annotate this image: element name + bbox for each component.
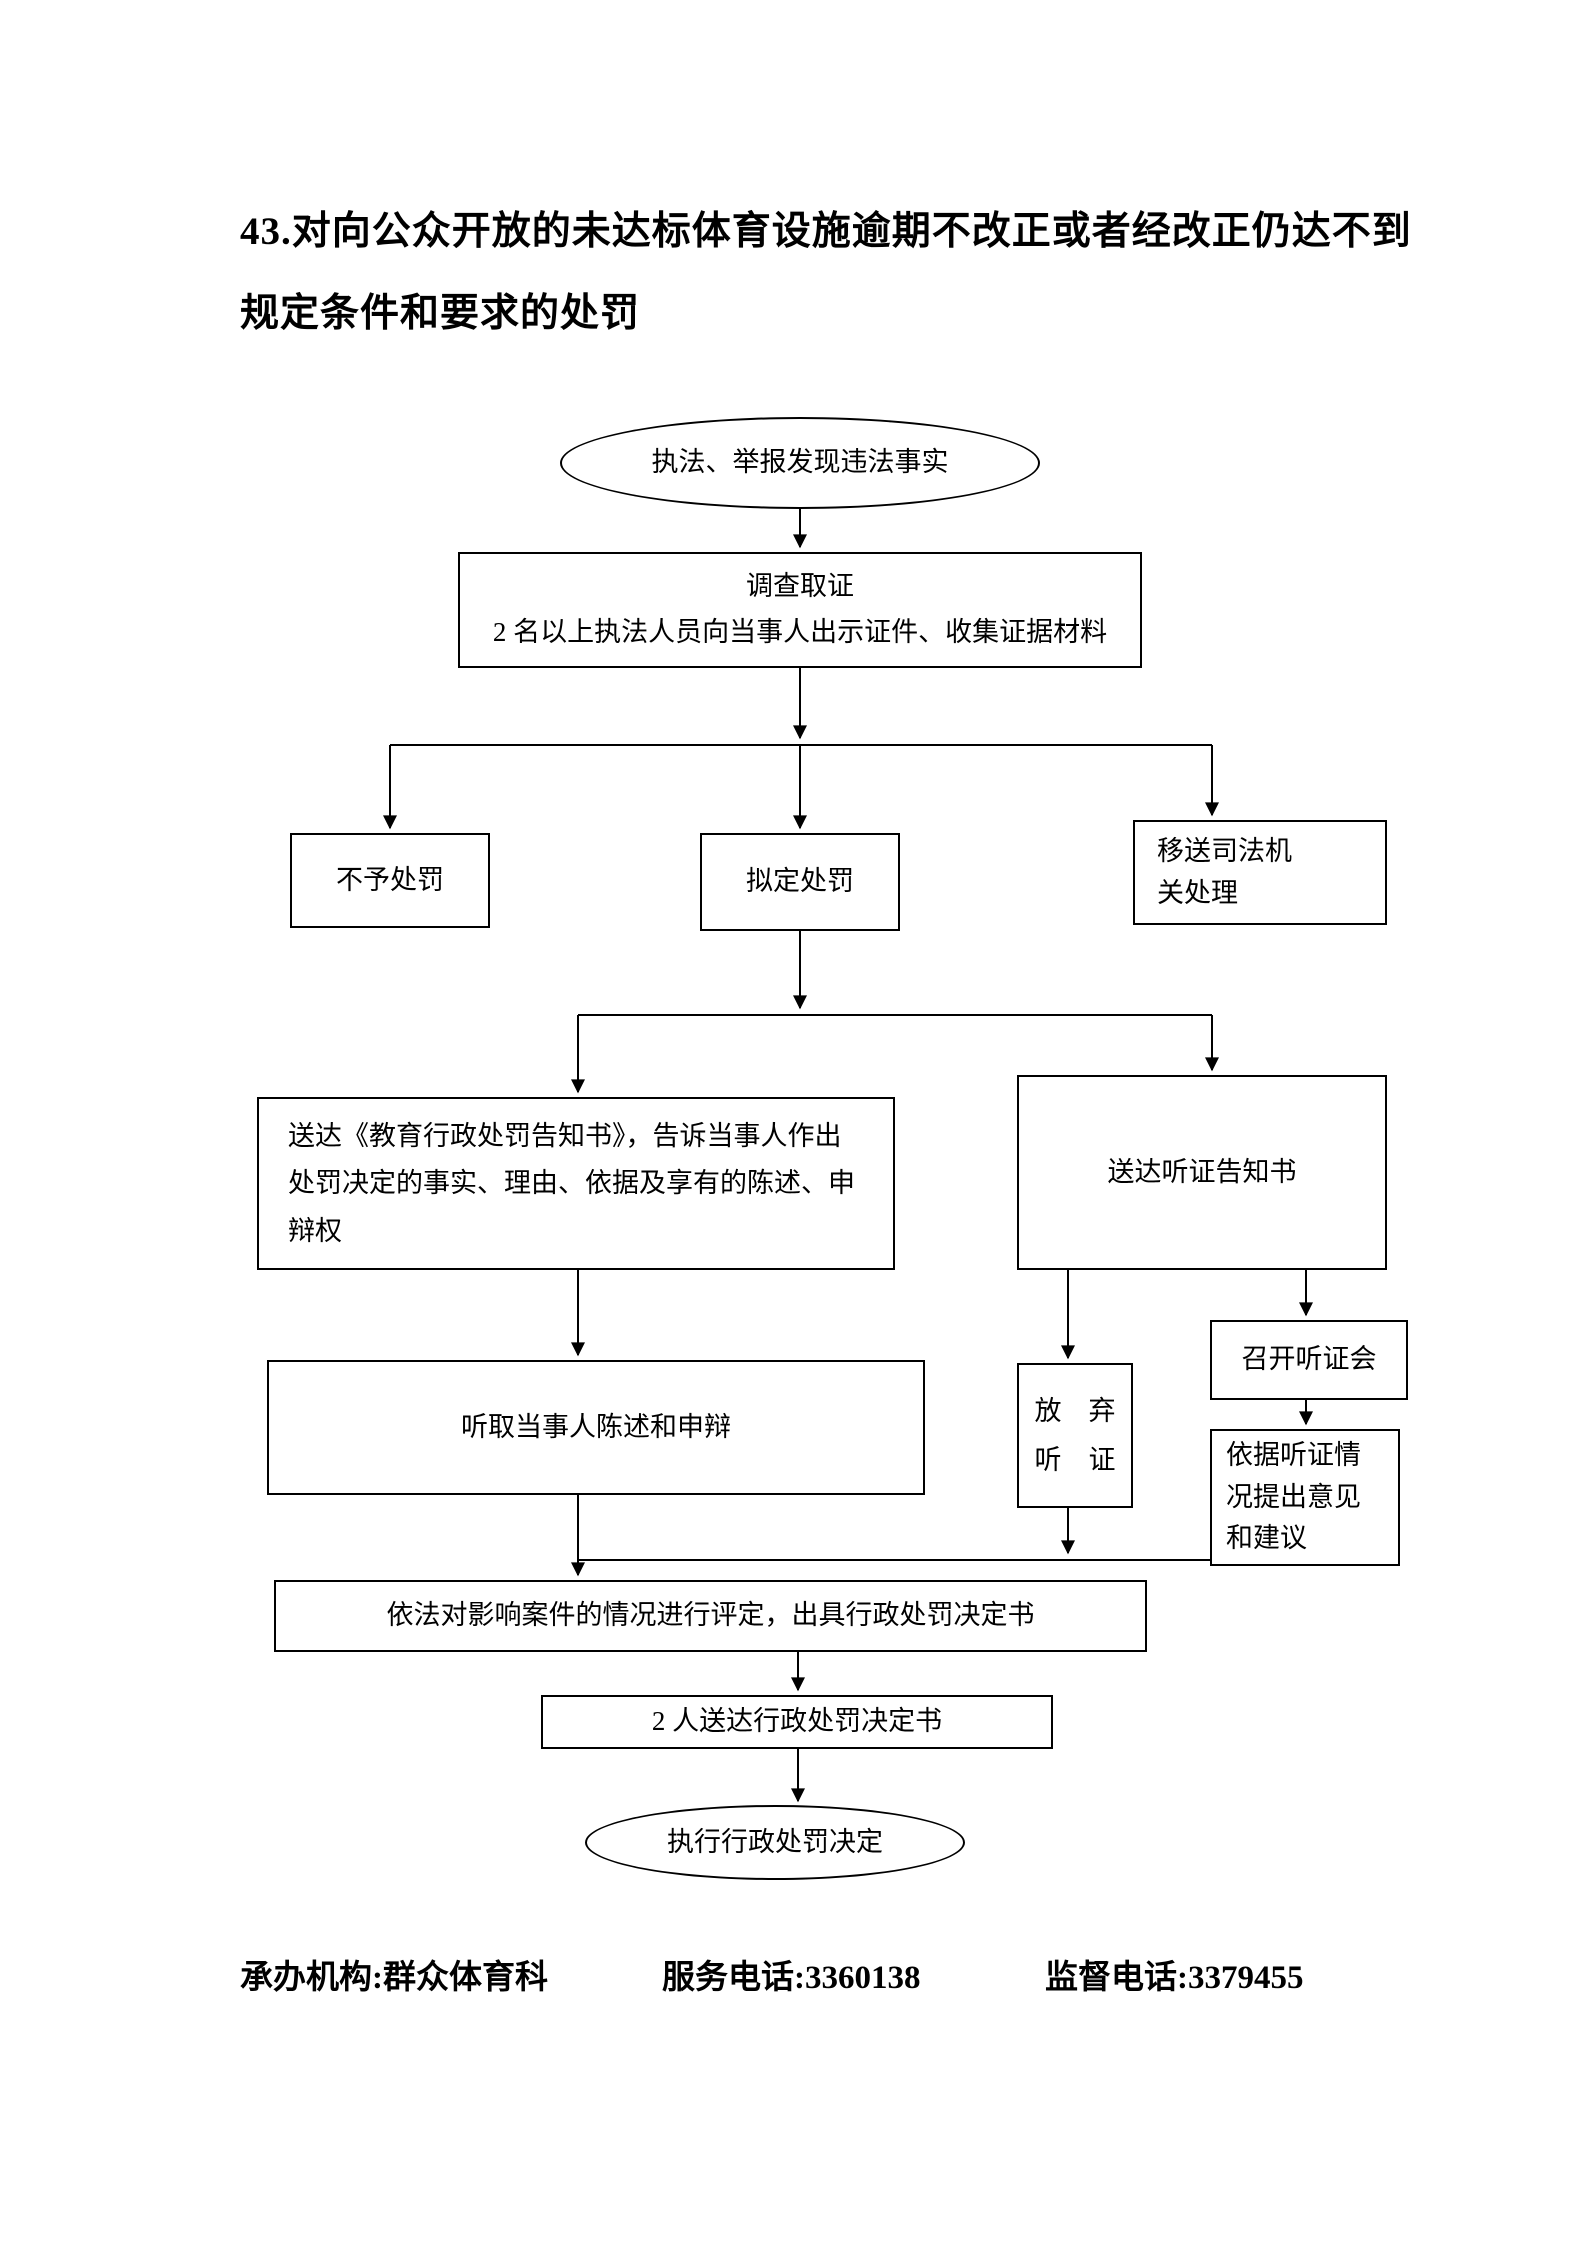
page-title-line-2: 规定条件和要求的处罚 [240, 292, 641, 335]
execute-node: 执行行政处罚决定 [585, 1805, 965, 1880]
decide-node: 依法对影响案件的情况进行评定，出具行政处罚决定书 [274, 1580, 1147, 1652]
listen-node: 听取当事人陈述和申辩 [267, 1360, 925, 1495]
notify-node: 送达《教育行政处罚告知书》，告诉当事人作出处罚决定的事实、理由、依据及享有的陈述… [257, 1097, 895, 1270]
draft-punish-node: 拟定处罚 [700, 833, 900, 931]
footer-service-phone: 服务电话:3360138 [662, 1960, 921, 1996]
hold-hearing-node: 召开听证会 [1210, 1320, 1408, 1400]
footer-supervise-phone: 监督电话:3379455 [1045, 1960, 1304, 1996]
deliver-node: 2 人送达行政处罚决定书 [541, 1695, 1053, 1749]
footer-agency: 承办机构:群众体育科 [240, 1960, 548, 1996]
waive-hearing-node: 放 弃 听 证 [1017, 1363, 1133, 1508]
no-punish-node: 不予处罚 [290, 833, 490, 928]
hearing-opinion-node: 依据听证情 况提出意见 和建议 [1210, 1429, 1400, 1566]
transfer-node: 移送司法机 关处理 [1133, 820, 1387, 925]
page-title-line-1: 43.对向公众开放的未达标体育设施逾期不改正或者经改正仍达不到 [240, 210, 1412, 253]
hearing-notice-node: 送达听证告知书 [1017, 1075, 1387, 1270]
investigate-node: 调查取证 2 名以上执法人员向当事人出示证件、收集证据材料 [458, 552, 1142, 668]
start-node: 执法、举报发现违法事实 [560, 417, 1040, 509]
